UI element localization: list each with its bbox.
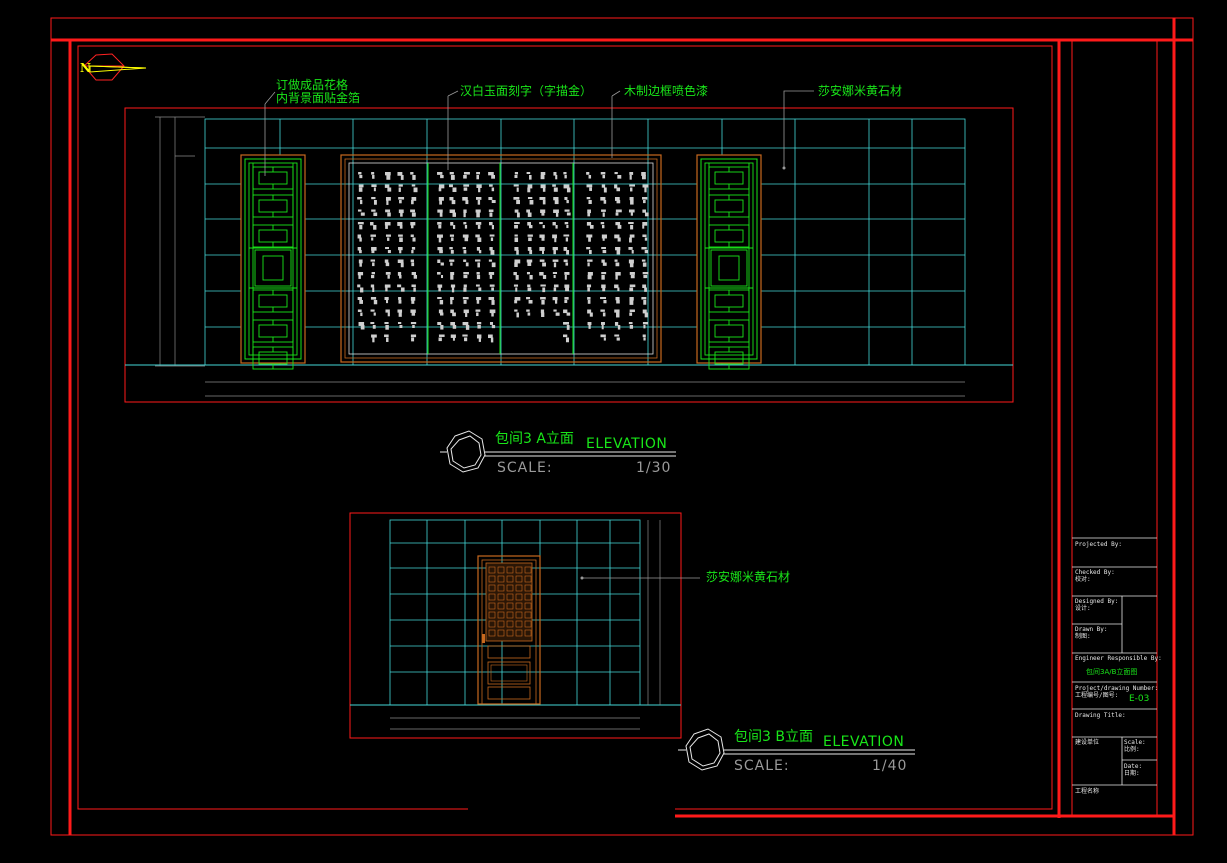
tb-project: 工程名称 — [1075, 788, 1100, 795]
elevation-b-drawing — [349, 512, 700, 739]
tb-designed-by-cn: 设计: — [1075, 605, 1091, 612]
tb-drawn-by-cn: 制图: — [1075, 633, 1091, 640]
title-block-grid — [1072, 537, 1157, 786]
elevation-b-title-marker — [678, 728, 915, 771]
tb-engineer: Engineer Responsible By: — [1075, 655, 1162, 662]
elevation-a-scale-value: 1/30 — [636, 460, 672, 476]
tb-drawing-code: E-03 — [1129, 694, 1150, 704]
door-drawing — [477, 555, 541, 705]
tb-project-number: Project/drawing Number: — [1075, 685, 1159, 692]
stone-label-b: 莎安娜米黄石材 — [706, 570, 791, 584]
elevation-b-title-cn: 包间3 B立面 — [734, 729, 813, 745]
tb-drawing-title: Drawing Title: — [1075, 712, 1126, 719]
north-letter: N — [80, 61, 91, 75]
lattice-label-line2: 内背景面贴金箔 — [276, 91, 361, 105]
elevation-a-scale-label: SCALE: — [497, 460, 553, 476]
tb-date: Date: — [1124, 763, 1143, 770]
elevation-a-title-en: ELEVATION — [586, 436, 668, 452]
lattice-panel-right — [696, 154, 762, 370]
tb-project-number-cn: 工程编号/图号: — [1075, 692, 1119, 699]
tb-drawing-name: 包间3A/B立面图 — [1086, 668, 1138, 676]
tb-checked-by: Checked By: — [1075, 569, 1115, 576]
elevation-b-title-en: ELEVATION — [823, 734, 905, 750]
stone-label-a: 莎安娜米黄石材 — [818, 84, 903, 98]
jade-label: 汉白玉面刻字（字描金） — [460, 84, 593, 98]
lattice-label-line1: 订做成品花格 — [276, 78, 349, 92]
north-arrow-icon — [83, 53, 147, 81]
tb-designed-by: Designed By: — [1075, 598, 1119, 605]
elevation-a-drawing — [124, 90, 1014, 403]
elevation-a-title-marker — [440, 430, 676, 473]
elevation-a-title-cn: 包间3 A立面 — [495, 431, 574, 447]
tb-checked-by-cn: 校对: — [1075, 576, 1091, 583]
lattice-panel-left — [240, 154, 306, 370]
tb-client: 建设单位 — [1075, 739, 1100, 746]
tb-drawn-by: Drawn By: — [1075, 626, 1108, 633]
jade-inscription-panel — [340, 154, 662, 363]
tb-projected-by: Projected By: — [1075, 541, 1122, 548]
tb-scale-cn: 比例: — [1124, 746, 1140, 753]
tb-scale: Scale: — [1124, 739, 1146, 746]
sheet-frame — [50, 17, 1194, 836]
tb-date-cn: 日期: — [1124, 770, 1140, 777]
elevation-b-scale-value: 1/40 — [872, 758, 908, 774]
wood-frame-label: 木制边框喷色漆 — [624, 84, 709, 98]
elevation-b-scale-label: SCALE: — [734, 758, 790, 774]
